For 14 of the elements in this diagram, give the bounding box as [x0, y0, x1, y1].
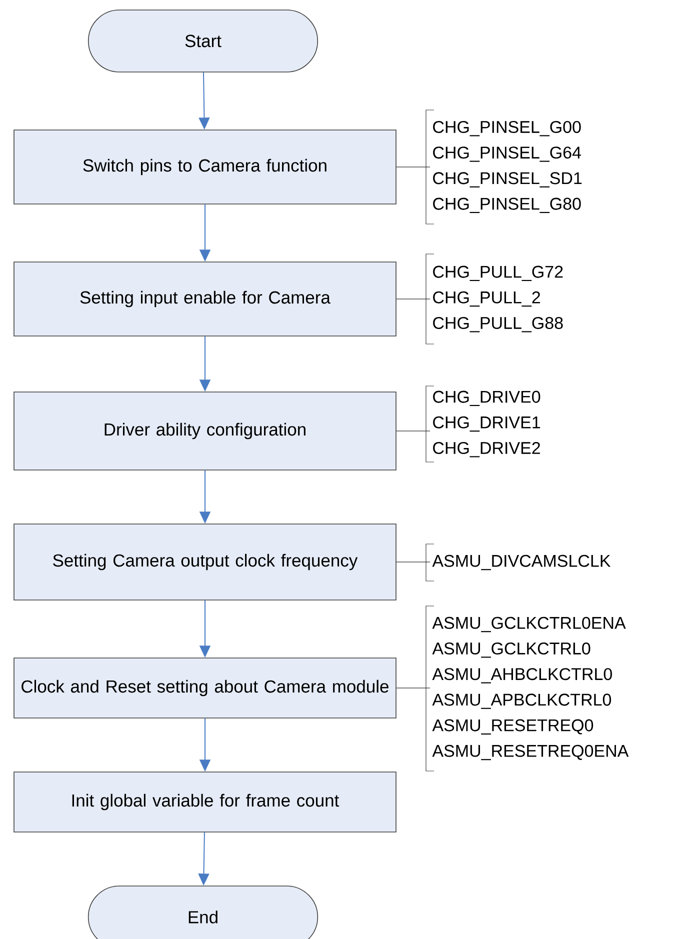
- register-list: CHG_DRIVE0 CHG_DRIVE1 CHG_DRIVE2: [426, 386, 540, 462]
- leader-line: [396, 430, 430, 432]
- register-list: CHG_PULL_G72 CHG_PULL_2 CHG_PULL_G88: [426, 254, 563, 344]
- leader-line: [396, 166, 430, 168]
- leader-line: [396, 298, 430, 300]
- process-box: Driver ability configuration: [14, 392, 396, 470]
- process-box: Setting Camera output clock frequency: [14, 524, 396, 600]
- process-box: Clock and Reset setting about Camera module: [14, 658, 396, 718]
- process-box: Setting input enable for Camera: [14, 262, 396, 336]
- process-box: Init global variable for frame count: [14, 772, 396, 832]
- register-list: CHG_PINSEL_G00 CHG_PINSEL_G64 CHG_PINSEL_SD1 CHG_PINSEL_G80: [426, 110, 582, 224]
- register-list: ASMU_GCLKCTRL0ENA ASMU_GCLKCTRL0 ASMU_AHBCLKCTRL0 ASMU_APBCLKCTRL0 ASMU_RESETREQ0 ASMU_RESETREQ0ENA: [426, 606, 629, 772]
- process-box: Switch pins to Camera function: [14, 130, 396, 204]
- register-list: ASMU_DIVCAMSLCLK: [426, 544, 611, 582]
